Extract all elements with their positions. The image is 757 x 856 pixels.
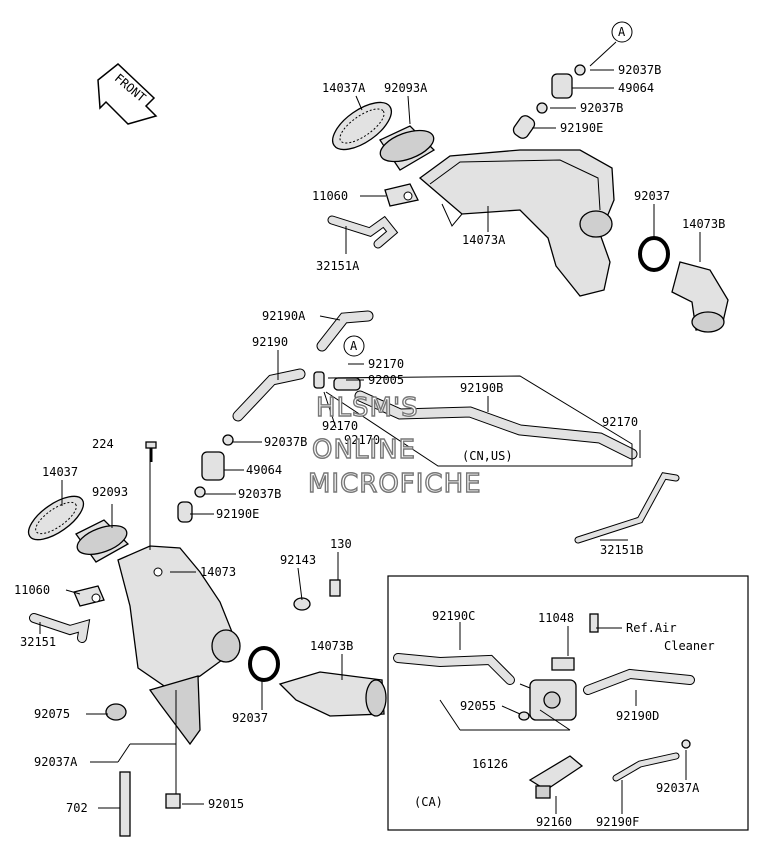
bolt-224 xyxy=(145,441,157,462)
label-14073B: 14073B xyxy=(310,639,353,653)
label-14073A: 14073A xyxy=(462,233,506,247)
label-92170: 92170 xyxy=(368,357,404,371)
hose-92190D xyxy=(583,668,695,695)
hose-92190C xyxy=(393,653,515,685)
clip-11048 xyxy=(551,613,599,671)
washer-92143 xyxy=(293,579,341,611)
label-cleaner: Cleaner xyxy=(664,639,715,653)
label-92075: 92075 xyxy=(34,707,70,721)
label-11060: 11060 xyxy=(312,189,348,203)
label-49064: 49064 xyxy=(246,463,282,477)
label-92093: 92093 xyxy=(92,485,128,499)
label-92143: 92143 xyxy=(280,553,316,567)
label-11060: 11060 xyxy=(14,583,50,597)
front-arrow-icon: FRONT xyxy=(97,63,158,125)
hose-92190F xyxy=(612,752,680,782)
hose-32151 xyxy=(29,613,91,643)
bracket-92160 xyxy=(528,755,584,799)
valve-16126 xyxy=(519,679,577,721)
duct-92093 xyxy=(75,519,130,563)
label-92093A: 92093A xyxy=(384,81,428,95)
part-labels: 14037A 92093A 92037B 49064 92037B 92190E… xyxy=(14,63,725,829)
clip-92015 xyxy=(165,793,181,809)
label-49064: 49064 xyxy=(618,81,654,95)
label-14073: 14073 xyxy=(200,565,236,579)
label-92037: 92037 xyxy=(232,711,268,725)
label-ref-air: Ref.Air xyxy=(626,621,677,635)
air-box-14073A xyxy=(418,149,615,297)
ref-circle-a-upper: A xyxy=(589,21,633,67)
clamp-92037-lower xyxy=(248,646,280,682)
label-92190B: 92190B xyxy=(460,381,503,395)
label-14037: 14037 xyxy=(42,465,78,479)
label-92160: 92160 xyxy=(536,815,572,829)
label-92190E: 92190E xyxy=(216,507,259,521)
svg-text:MICROFICHE: MICROFICHE xyxy=(308,469,482,499)
label-92037B: 92037B xyxy=(238,487,281,501)
air-box-14073 xyxy=(117,545,241,746)
label-32151A: 32151A xyxy=(316,259,360,273)
grommet-92075 xyxy=(105,703,127,721)
bracket-11060-lower xyxy=(73,585,105,607)
label-92170: 92170 xyxy=(322,419,358,433)
elbow-14073B-lower xyxy=(278,671,387,717)
fitting-49064-lower xyxy=(177,434,234,523)
oring-92055 xyxy=(518,711,530,721)
label-92055: 92055 xyxy=(460,699,496,713)
label-92037B: 92037B xyxy=(618,63,661,77)
label-92005: 92005 xyxy=(368,373,404,387)
label-92037A: 92037A xyxy=(34,755,78,769)
label-92190F: 92190F xyxy=(596,815,639,829)
hose-92190A xyxy=(316,310,374,352)
hose-32151B xyxy=(574,472,680,544)
label-130: 130 xyxy=(330,537,352,551)
duct-92093A xyxy=(379,125,436,171)
clamp-92037-upper xyxy=(638,236,670,272)
clamp-92037A-inset xyxy=(681,739,691,749)
filter-14037 xyxy=(27,495,85,541)
filter-14037A xyxy=(332,101,392,151)
label-14073B: 14073B xyxy=(682,217,725,231)
svg-text:A: A xyxy=(618,25,626,39)
label-92190: 92190 xyxy=(252,335,288,349)
label-92190A: 92190A xyxy=(262,309,306,323)
label-702: 702 xyxy=(66,801,88,815)
pipe-702 xyxy=(119,771,131,837)
label-92037: 92037 xyxy=(634,189,670,203)
ca-inset-frame xyxy=(387,575,749,831)
label-92037B: 92037B xyxy=(264,435,307,449)
label-16126: 16126 xyxy=(472,757,508,771)
hose-92190 xyxy=(232,368,306,422)
label-14037A: 14037A xyxy=(322,81,366,95)
label-32151B: 32151B xyxy=(600,543,643,557)
bracket-11060-upper xyxy=(384,183,419,207)
hose-fitting-49064 xyxy=(512,64,586,139)
label-92170: 92170 xyxy=(602,415,638,429)
elbow-14073B-upper xyxy=(671,261,729,333)
label-92170: 92170 xyxy=(344,433,380,447)
label-92190D: 92190D xyxy=(616,709,659,723)
watermark: HLSM'S ONLINE MICROFICHE xyxy=(307,392,482,499)
fitting-92005 xyxy=(313,371,361,391)
label-92190C: 92190C xyxy=(432,609,475,623)
hose-92190B xyxy=(354,390,638,460)
label-92037A: 92037A xyxy=(656,781,700,795)
svg-text:A: A xyxy=(350,339,358,353)
label-11048: 11048 xyxy=(538,611,574,625)
hose-32151A xyxy=(327,215,399,249)
ref-circle-a-middle: A xyxy=(343,335,365,357)
bracket-region-cnus xyxy=(325,375,633,467)
region-ca-label: (CA) xyxy=(414,795,443,809)
svg-text:ONLINE: ONLINE xyxy=(312,435,416,465)
label-92037B: 92037B xyxy=(580,101,623,115)
label-92015: 92015 xyxy=(208,797,244,811)
leader-lines xyxy=(39,69,701,814)
svg-text:HLSM'S: HLSM'S xyxy=(316,393,419,423)
region-cnus-label: (CN,US) xyxy=(462,449,513,463)
label-32151: 32151 xyxy=(20,635,56,649)
label-92190E: 92190E xyxy=(560,121,603,135)
label-224: 224 xyxy=(92,437,114,451)
